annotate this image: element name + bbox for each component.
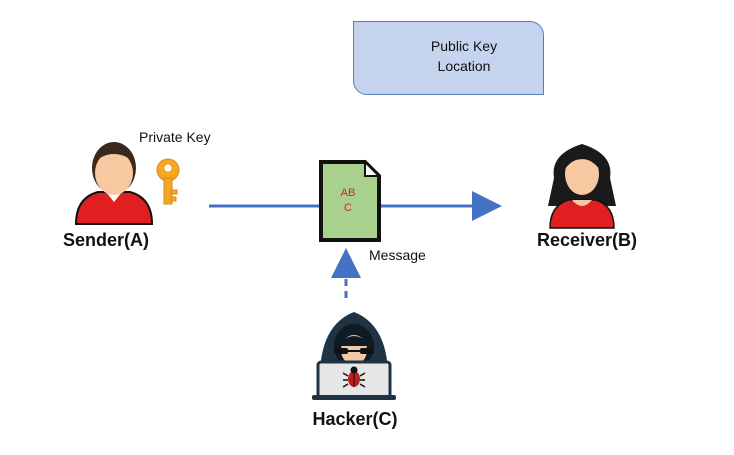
public-key-location-line1: Public Key bbox=[430, 38, 498, 54]
public-key-location-label: Public Key Location bbox=[418, 36, 510, 76]
public-key-location-box bbox=[353, 21, 544, 95]
private-key-icon bbox=[156, 158, 180, 205]
message-document-icon bbox=[319, 159, 382, 242]
message-content: AB C bbox=[333, 186, 363, 216]
message-content-line1: AB bbox=[340, 187, 356, 199]
private-key-label: Private Key bbox=[139, 129, 211, 145]
message-label: Message bbox=[369, 247, 426, 263]
sender-person-icon bbox=[74, 142, 154, 225]
bug-icon bbox=[342, 366, 366, 388]
sender-label: Sender(A) bbox=[62, 230, 149, 250]
message-content-line2: C bbox=[344, 202, 352, 214]
receiver-label: Receiver(B) bbox=[536, 230, 638, 250]
public-key-location-line2: Location bbox=[437, 58, 491, 74]
receiver-person-icon bbox=[548, 144, 616, 229]
hacker-label: Hacker(C) bbox=[312, 409, 398, 429]
